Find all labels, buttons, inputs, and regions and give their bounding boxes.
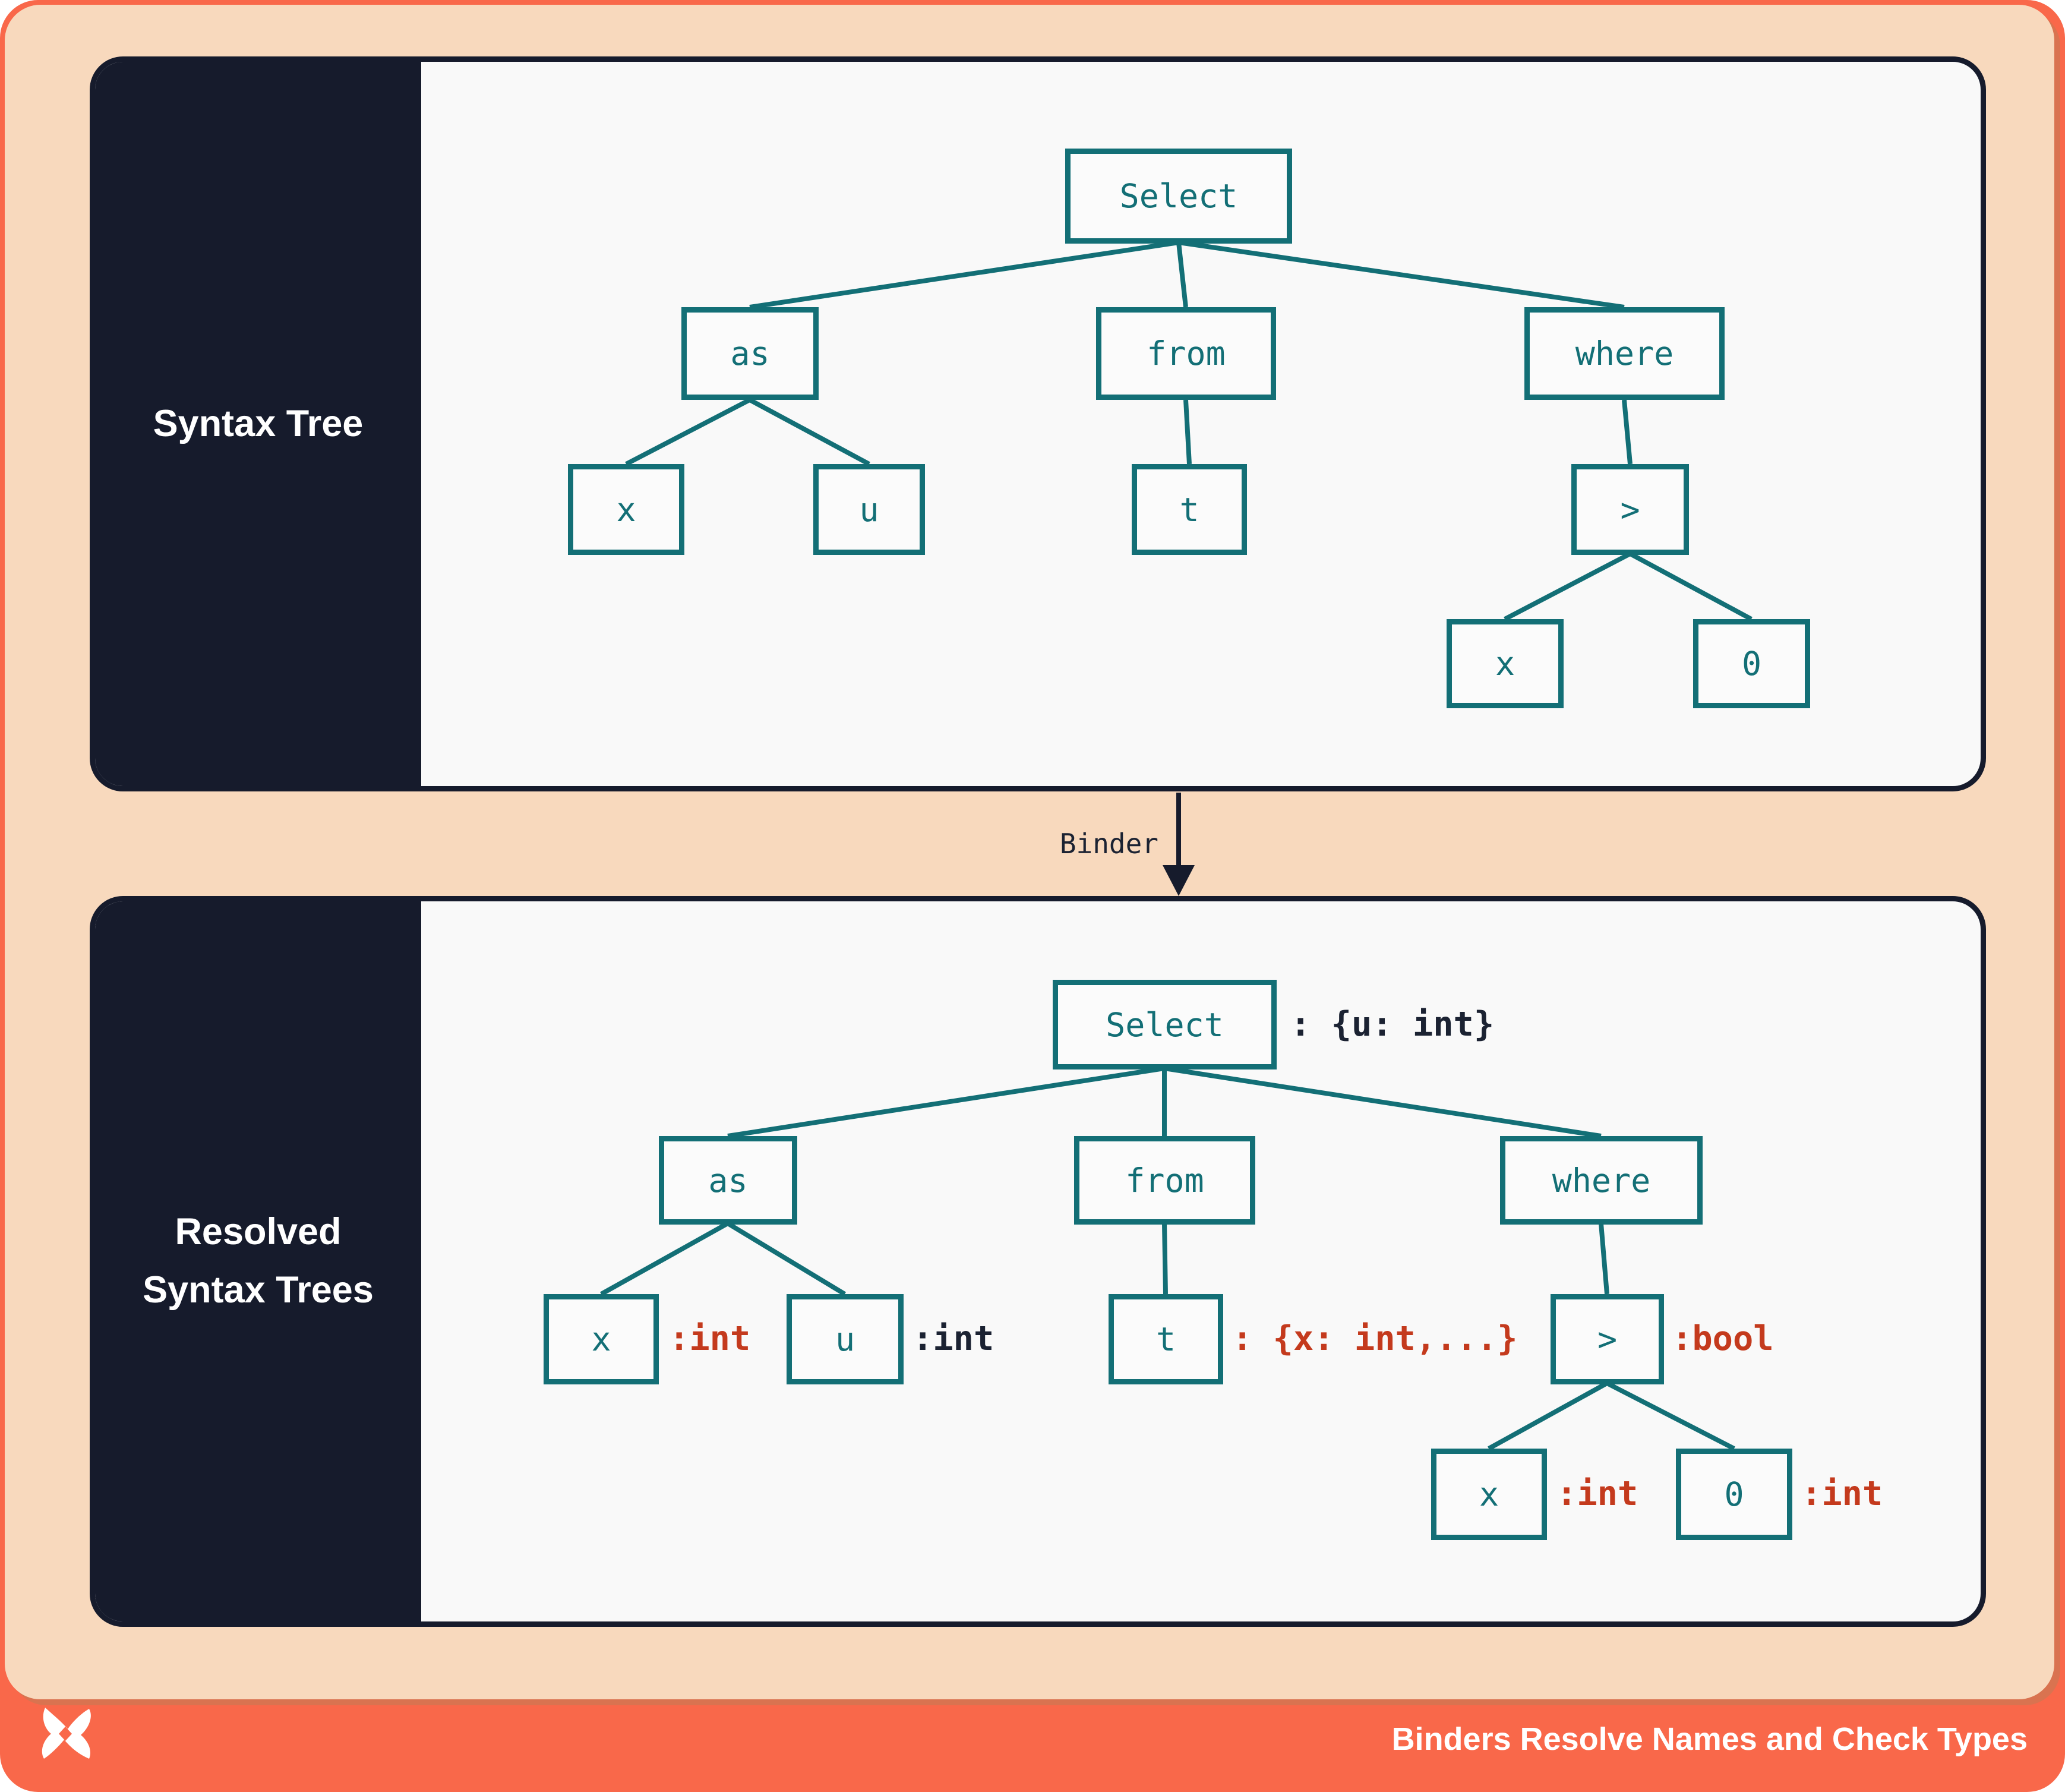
annotation-t-type: : {x: int,...}	[1232, 1319, 1518, 1358]
annotation-select-type: : {u: int}	[1290, 1005, 1495, 1044]
binder-arrow-head	[1163, 865, 1195, 896]
node-x1-top: x	[568, 464, 684, 555]
resolved-syntax-trees-title: Resolved Syntax Trees	[143, 1203, 374, 1319]
binder-label: Binder	[1059, 828, 1158, 860]
node-x1-bottom: x	[544, 1294, 659, 1384]
node-u-bottom: u	[787, 1294, 904, 1384]
syntax-tree-panel: Syntax Tree	[90, 56, 1986, 791]
node-x2-top: x	[1447, 619, 1564, 708]
node-zero-top: 0	[1693, 619, 1810, 708]
resolved-syntax-trees-panel: Resolved Syntax Trees	[90, 896, 1986, 1627]
annotation-x2-type: :int	[1556, 1474, 1638, 1513]
node-where-top: where	[1524, 307, 1725, 400]
binder-arrow-line	[1176, 793, 1181, 867]
pinwheel-x-logo-icon	[42, 1708, 91, 1759]
node-u-top: u	[813, 464, 925, 555]
resolved-title-line2: Syntax Trees	[143, 1269, 374, 1311]
annotation-u-type: :int	[912, 1319, 994, 1358]
node-gt-top: >	[1571, 464, 1689, 555]
node-from-bottom: from	[1074, 1136, 1255, 1225]
annotation-gt-type: :bool	[1672, 1319, 1774, 1358]
node-as-top: as	[681, 307, 819, 400]
node-as-bottom: as	[659, 1136, 797, 1225]
node-select-top: Select	[1065, 149, 1292, 244]
resolved-syntax-trees-sidebar: Resolved Syntax Trees	[95, 901, 421, 1621]
syntax-tree-sidebar: Syntax Tree	[95, 62, 421, 786]
node-zero-bottom: 0	[1676, 1449, 1792, 1540]
node-gt-bottom: >	[1551, 1294, 1664, 1384]
node-select-bottom: Select	[1053, 980, 1277, 1069]
node-from-top: from	[1096, 307, 1276, 400]
node-x2-bottom: x	[1431, 1449, 1547, 1540]
footer-title: Binders Resolve Names and Check Types	[1391, 1721, 2028, 1757]
node-t-top: t	[1132, 464, 1247, 555]
annotation-zero-type: :int	[1801, 1474, 1883, 1513]
annotation-x1-type: :int	[669, 1319, 751, 1358]
node-where-bottom: where	[1500, 1136, 1703, 1225]
syntax-tree-title: Syntax Tree	[153, 402, 364, 444]
node-t-bottom: t	[1109, 1294, 1223, 1384]
resolved-title-line1: Resolved	[175, 1211, 342, 1253]
